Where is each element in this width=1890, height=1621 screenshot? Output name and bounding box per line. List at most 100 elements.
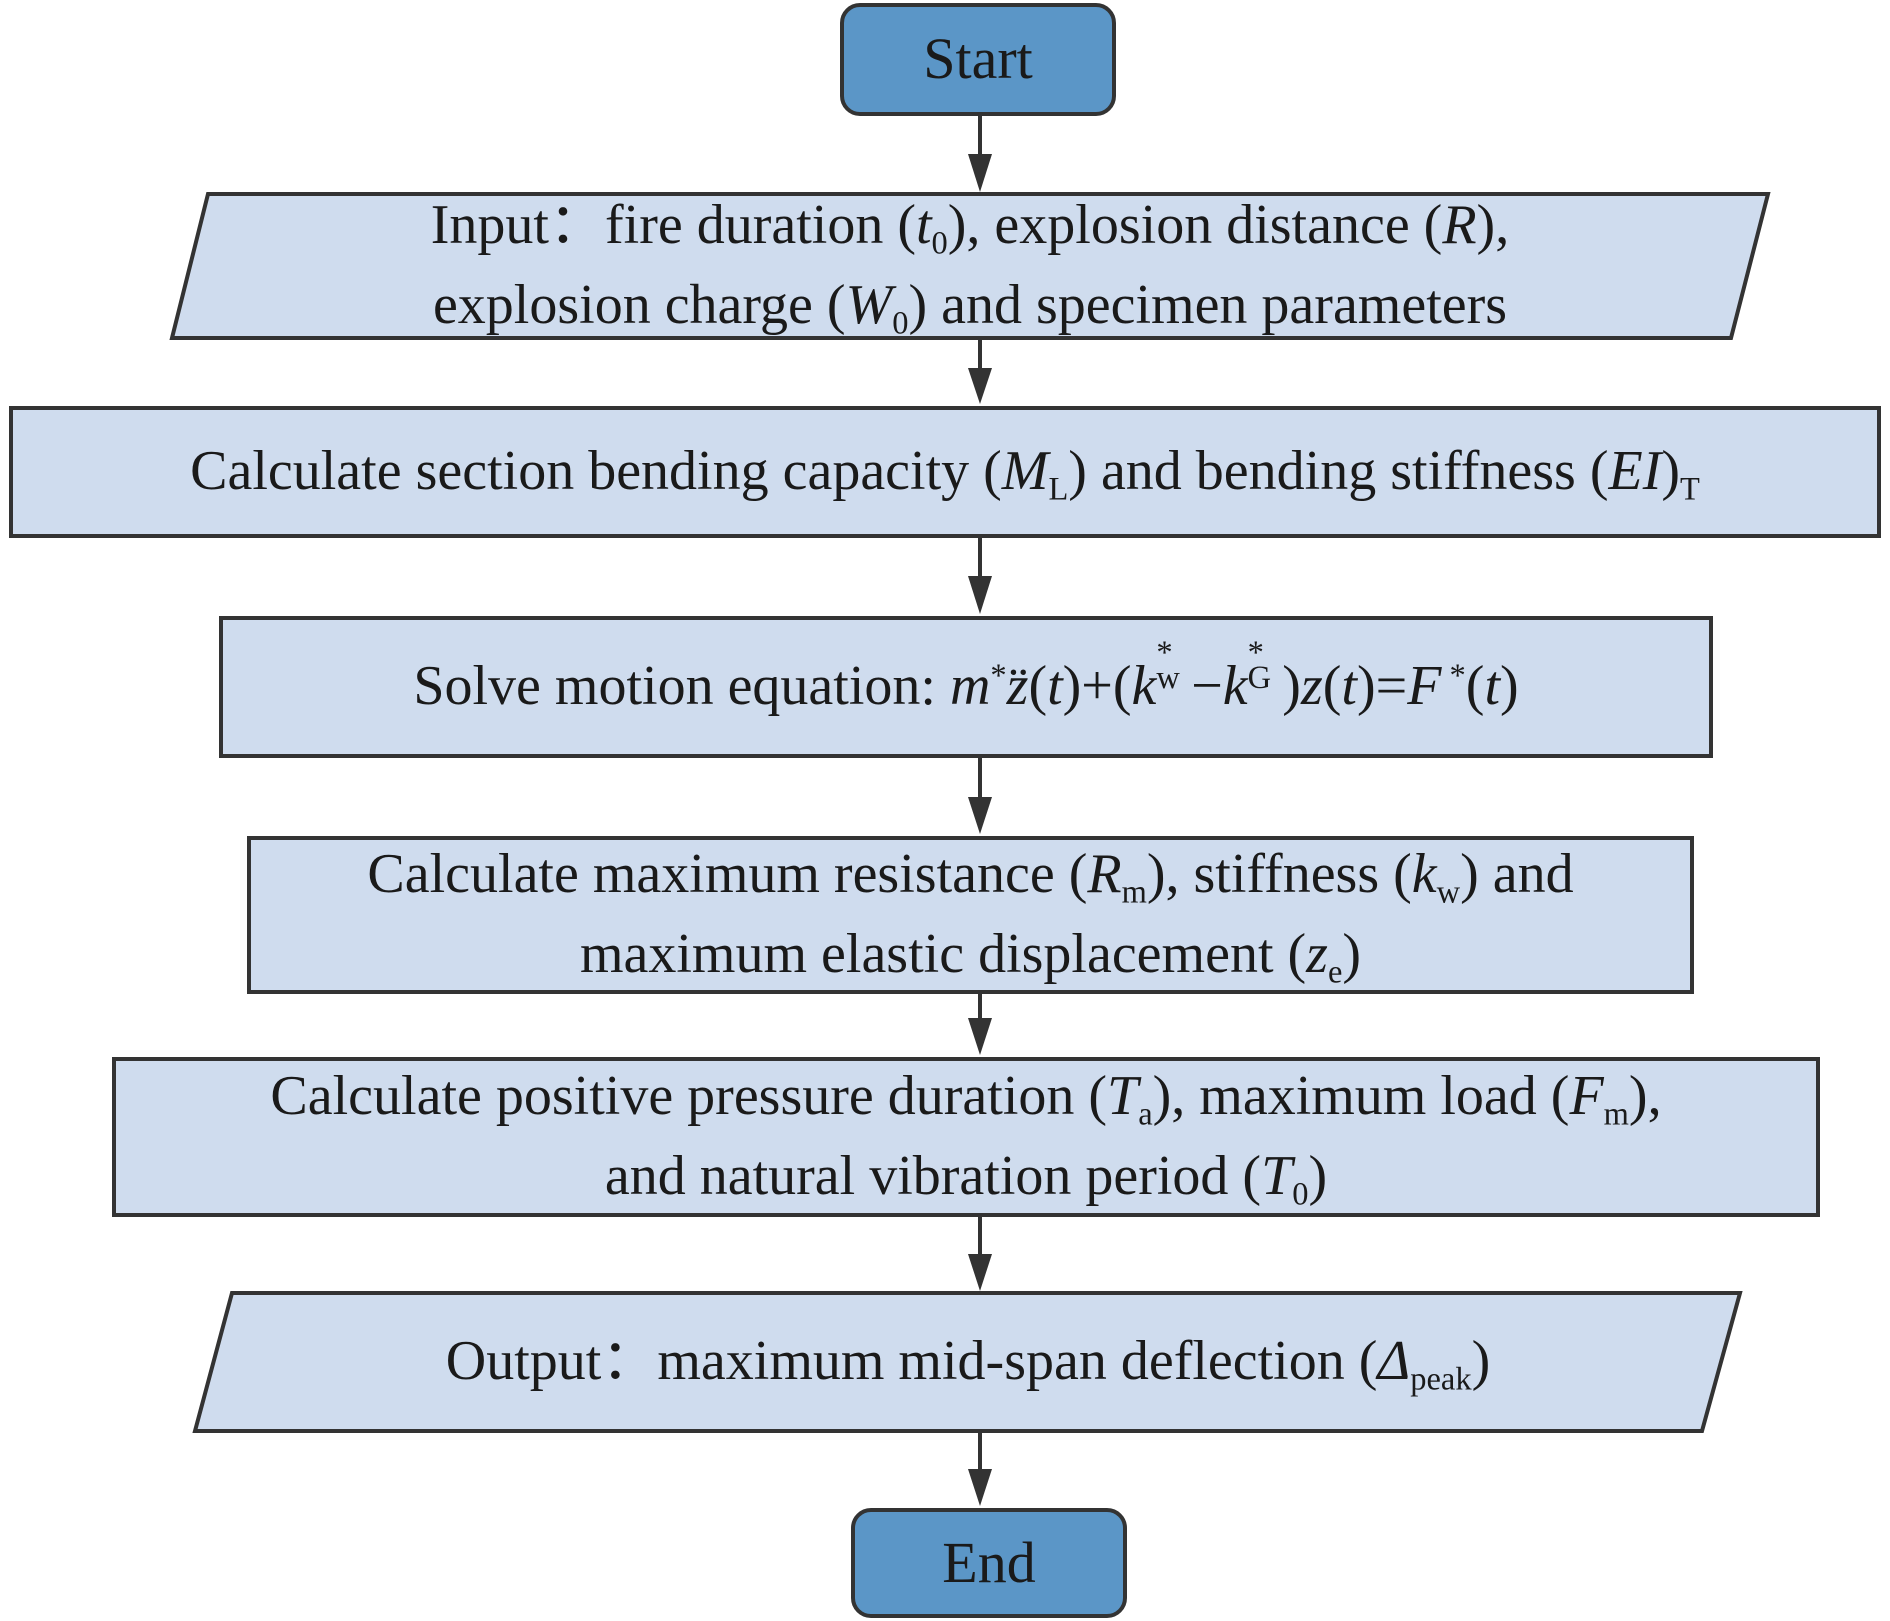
var-m: m bbox=[949, 655, 991, 718]
text: Solve motion equation: bbox=[413, 655, 950, 718]
arrowhead bbox=[968, 368, 992, 404]
text: maximum mid-span deflection ( bbox=[657, 1330, 1378, 1393]
var-R: R bbox=[1087, 843, 1122, 906]
arrowhead bbox=[968, 797, 992, 834]
text: ( bbox=[1465, 655, 1485, 718]
calc-resistance-box: Calculate maximum resistance (Rm), stiff… bbox=[247, 836, 1694, 994]
input-line-1: Input：fire duration (t0), explosion dist… bbox=[431, 186, 1509, 266]
text: maximum elastic displacement ( bbox=[579, 923, 1307, 985]
end-terminal: End bbox=[851, 1508, 1127, 1618]
text: Calculate maximum resistance ( bbox=[367, 843, 1088, 906]
output-label: Output： bbox=[445, 1330, 658, 1393]
text: ) bbox=[1661, 440, 1681, 503]
var-T: T bbox=[1261, 1145, 1293, 1207]
input-parallelogram bbox=[169, 192, 1771, 340]
supsub: *w bbox=[1156, 636, 1191, 704]
sub: 0 bbox=[892, 305, 909, 342]
start-label: Start bbox=[923, 26, 1033, 92]
sup: * bbox=[990, 658, 1007, 695]
end-label: End bbox=[942, 1529, 1036, 1595]
var-z: z bbox=[1306, 923, 1328, 985]
var-EI: EI bbox=[1608, 440, 1662, 503]
var-R: R bbox=[1442, 194, 1477, 257]
var-M: M bbox=[1001, 440, 1049, 503]
var-t: t bbox=[915, 194, 932, 257]
sub: w bbox=[1436, 874, 1461, 911]
calc-pressure-box: Calculate positive pressure duration (Ta… bbox=[112, 1057, 1820, 1217]
text: and natural vibration period ( bbox=[604, 1145, 1262, 1207]
arrowhead bbox=[968, 1469, 992, 1506]
input-label: Input： bbox=[430, 194, 605, 257]
var-T: T bbox=[1107, 1065, 1139, 1128]
text: ), maximum load ( bbox=[1152, 1065, 1570, 1128]
input-node: Input：fire duration (t0), explosion dist… bbox=[190, 194, 1750, 339]
sup: * bbox=[1156, 634, 1173, 671]
text: ), explosion distance ( bbox=[947, 194, 1443, 257]
var-W: W bbox=[845, 274, 893, 336]
var-t: t bbox=[1341, 655, 1357, 718]
text: ) bbox=[1308, 1145, 1328, 1207]
supsub: *G bbox=[1247, 636, 1283, 704]
sub: m bbox=[1121, 874, 1147, 911]
var-z: z bbox=[1300, 655, 1323, 718]
var-delta: Δ bbox=[1377, 1330, 1411, 1393]
text: − bbox=[1191, 655, 1223, 718]
sub: w bbox=[1156, 659, 1180, 696]
sup: * bbox=[1247, 634, 1264, 671]
var-t: t bbox=[1047, 655, 1063, 718]
input-line-2: explosion charge (W0) and specimen param… bbox=[433, 266, 1507, 346]
text: )+( bbox=[1062, 655, 1132, 718]
text: Calculate section bending capacity ( bbox=[190, 440, 1002, 503]
sub: T bbox=[1680, 471, 1700, 508]
output-text: Output：maximum mid-span deflection (Δpea… bbox=[446, 1322, 1490, 1402]
var-z-ddot: z̈ bbox=[1006, 655, 1029, 718]
text: ), bbox=[1476, 194, 1510, 257]
text: ), stiffness ( bbox=[1146, 843, 1412, 906]
text: ( bbox=[1322, 655, 1342, 718]
var-k: k bbox=[1131, 655, 1157, 718]
sub: e bbox=[1327, 954, 1343, 991]
text: ( bbox=[1028, 655, 1048, 718]
var-k: k bbox=[1222, 655, 1248, 718]
sub: peak bbox=[1410, 1361, 1472, 1398]
arrowhead bbox=[968, 1254, 992, 1291]
sub: a bbox=[1138, 1096, 1153, 1133]
sub: 0 bbox=[1292, 1176, 1309, 1213]
sub: L bbox=[1048, 471, 1069, 508]
solve-equation-text: Solve motion equation: m*z̈(t)+(k*w−k*G)… bbox=[413, 636, 1519, 727]
text: explosion charge ( bbox=[432, 274, 846, 336]
text: ) and bbox=[1460, 843, 1574, 906]
calc-resistance-line-2: maximum elastic displacement (ze) bbox=[580, 915, 1361, 995]
var-k: k bbox=[1411, 843, 1437, 906]
arrowhead bbox=[968, 1018, 992, 1055]
start-terminal: Start bbox=[840, 3, 1116, 116]
text: ) bbox=[1342, 923, 1362, 985]
calc-section-box: Calculate section bending capacity (ML) … bbox=[9, 406, 1881, 538]
output-node: Output：maximum mid-span deflection (Δpea… bbox=[214, 1293, 1722, 1431]
sub: 0 bbox=[931, 225, 948, 262]
var-t: t bbox=[1484, 655, 1500, 718]
solve-equation-box: Solve motion equation: m*z̈(t)+(k*w−k*G)… bbox=[219, 616, 1713, 758]
arrowhead bbox=[968, 154, 992, 192]
text: )= bbox=[1356, 655, 1408, 718]
text: ) and bending stiffness ( bbox=[1068, 440, 1609, 503]
text: ) bbox=[1282, 655, 1301, 718]
calc-pressure-line-2: and natural vibration period (T0) bbox=[605, 1137, 1327, 1217]
calc-resistance-line-1: Calculate maximum resistance (Rm), stiff… bbox=[367, 835, 1573, 915]
text: ) bbox=[1471, 1330, 1491, 1393]
text: Calculate positive pressure duration ( bbox=[270, 1065, 1108, 1128]
calc-pressure-line-1: Calculate positive pressure duration (Ta… bbox=[270, 1057, 1661, 1137]
text: fire duration ( bbox=[605, 194, 916, 257]
sub: G bbox=[1247, 659, 1272, 696]
output-parallelogram bbox=[192, 1291, 1743, 1433]
var-F: F bbox=[1569, 1065, 1604, 1128]
calc-section-text: Calculate section bending capacity (ML) … bbox=[190, 432, 1700, 512]
sub: m bbox=[1603, 1096, 1629, 1133]
arrowhead bbox=[968, 576, 992, 614]
text: ) bbox=[1500, 655, 1519, 718]
text: ), bbox=[1628, 1065, 1662, 1128]
var-F: F bbox=[1407, 655, 1442, 718]
sup: * bbox=[1441, 658, 1466, 695]
text: ) and specimen parameters bbox=[908, 274, 1508, 336]
